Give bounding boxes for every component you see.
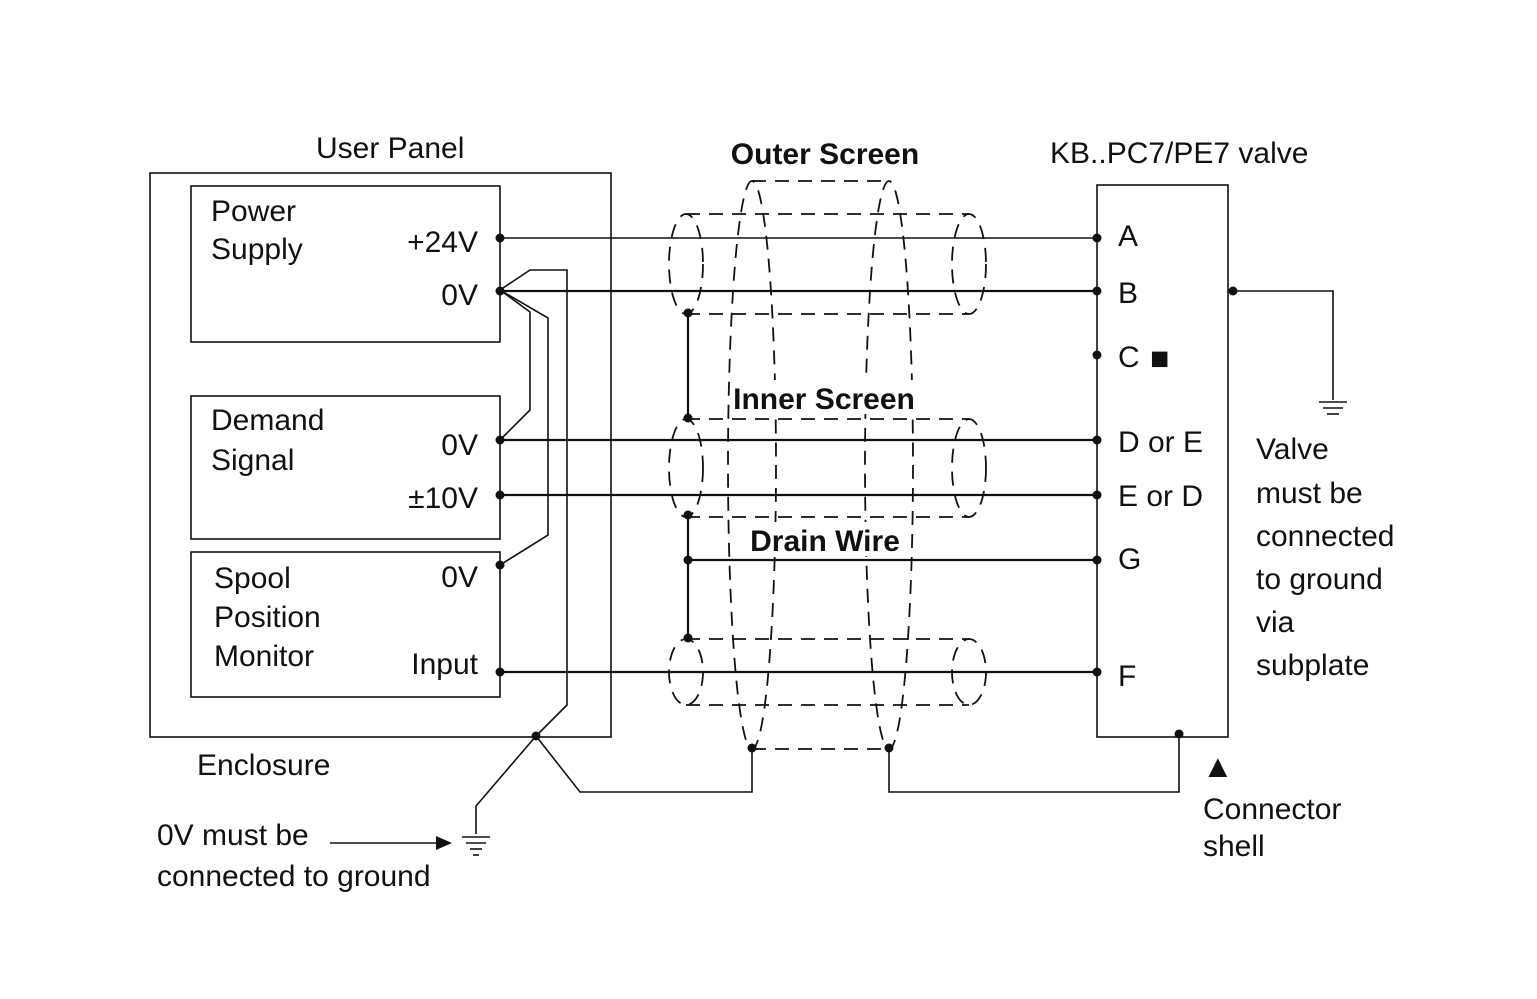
- connector-shell-note-2: shell: [1203, 830, 1265, 863]
- ground-note-arrow: [330, 836, 452, 850]
- inner-screen-label: Inner Screen: [733, 383, 915, 416]
- demand-signal-label-1: Demand: [211, 404, 324, 437]
- spool-monitor-label-3: Monitor: [214, 640, 314, 673]
- valve-pin-d-or-e: D or E: [1118, 426, 1203, 459]
- power-supply-label-2: Supply: [211, 233, 303, 266]
- ground-note-line-1: 0V must be: [157, 819, 309, 852]
- enclosure-label: Enclosure: [197, 749, 330, 782]
- valve-box: [1096, 184, 1229, 738]
- user-panel-title: User Panel: [316, 132, 464, 165]
- outer-screen: [727, 180, 914, 750]
- pin-label-10v: ±10V: [408, 482, 478, 515]
- spool-monitor-label-2: Position: [214, 601, 321, 634]
- demand-signal-box: [190, 395, 501, 540]
- drain-wire-label-bg: [746, 522, 904, 556]
- valve-title: KB..PC7/PE7 valve: [1050, 137, 1308, 170]
- spool-monitor-box: [190, 551, 501, 698]
- inner-screen-top: [668, 213, 987, 315]
- valve-ground-note-6: subplate: [1256, 649, 1369, 682]
- panel-ground-wires: [475, 735, 753, 834]
- valve-pin-f: F: [1118, 660, 1136, 693]
- power-supply-label-1: Power: [211, 195, 296, 228]
- valve-pin-b: B: [1118, 277, 1138, 310]
- pin-label-ds-0v: 0V: [441, 429, 478, 462]
- pin-label-spm-0v: 0V: [441, 561, 478, 594]
- valve-pin-c: C: [1118, 341, 1140, 374]
- ground-note-line-2: connected to ground: [157, 860, 431, 893]
- zero-volt-bus-wires: [499, 269, 568, 737]
- pin-label-24v: +24V: [407, 226, 478, 259]
- power-supply-box: [190, 185, 501, 343]
- pin-label-ps-0v: 0V: [441, 279, 478, 312]
- demand-signal-label-2: Signal: [211, 444, 294, 477]
- pin-label-input: Input: [411, 648, 478, 681]
- outer-screen-label: Outer Screen: [731, 138, 919, 171]
- valve-ground-note-1: Valve: [1256, 433, 1329, 466]
- valve-pin-c-marker: ■: [1150, 340, 1169, 376]
- connector-shell-wire: [888, 734, 1180, 793]
- valve-ground-icon: [1319, 401, 1347, 415]
- signal-wires: [500, 237, 1097, 674]
- valve-pin-a: A: [1118, 220, 1138, 253]
- valve-ground-note-2: must be: [1256, 477, 1363, 510]
- valve-pin-e-or-d: E or D: [1118, 480, 1203, 513]
- valve-pin-g: G: [1118, 543, 1141, 576]
- valve-ground-wire: [1228, 290, 1334, 400]
- connector-shell-note-1: Connector: [1203, 793, 1341, 826]
- junction-dots: [495, 233, 1238, 753]
- spool-monitor-label-1: Spool: [214, 562, 291, 595]
- inner-screen-middle: [668, 418, 987, 518]
- valve-ground-note-5: via: [1256, 606, 1295, 639]
- connector-shell-marker: ▲: [1202, 748, 1234, 784]
- valve-ground-note-4: to ground: [1256, 563, 1383, 596]
- inner-screen-label-bg: [730, 380, 916, 414]
- panel-ground-icon: [462, 836, 490, 856]
- enclosure-box: [149, 172, 612, 738]
- valve-ground-note-3: connected: [1256, 520, 1394, 553]
- drain-wire-label: Drain Wire: [750, 525, 900, 558]
